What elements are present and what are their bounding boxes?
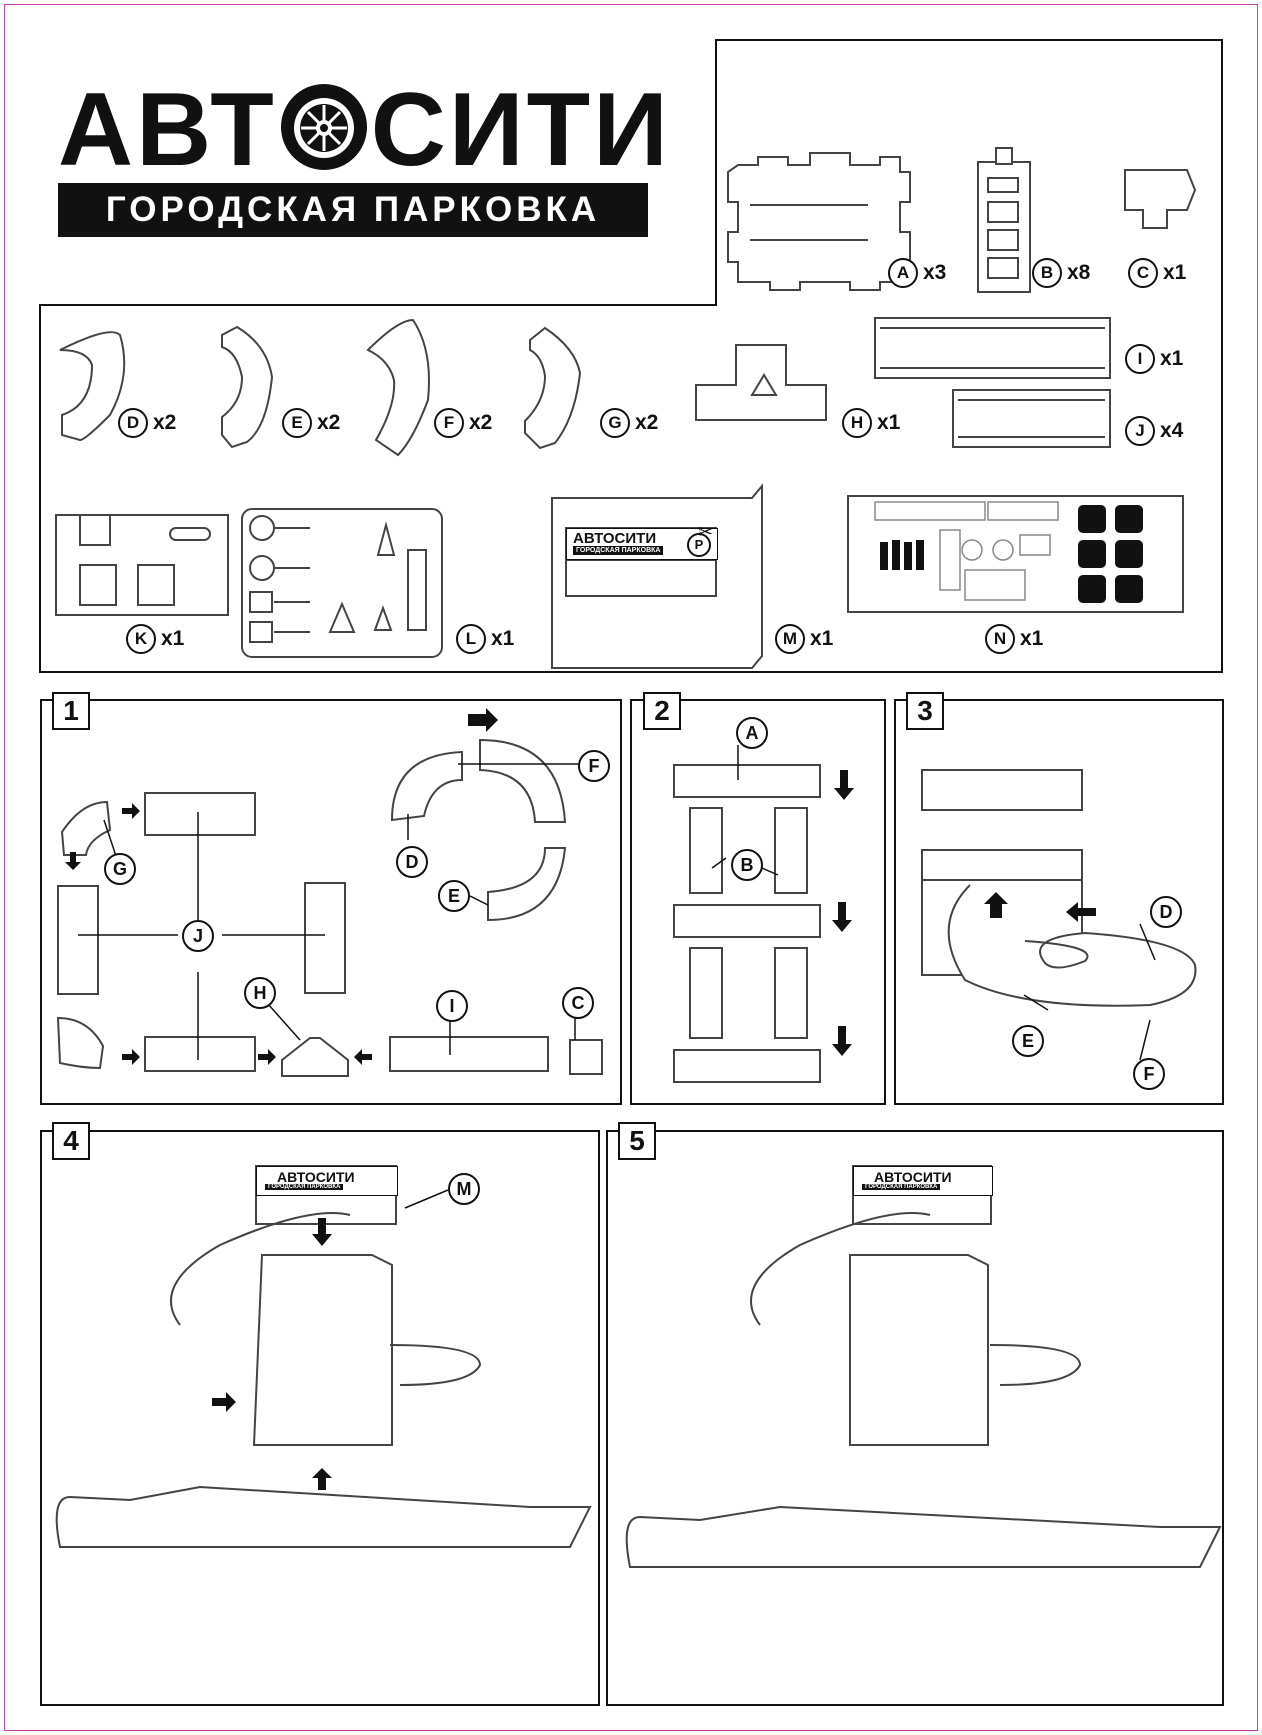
step-5-panel: [606, 1130, 1224, 1706]
part-a-drawing: [727, 152, 911, 291]
part-j-drawing: [952, 389, 1111, 448]
wheel-icon: [280, 84, 367, 170]
part-h-drawing: [695, 344, 827, 421]
sign-subtitle: ГОРОДСКАЯ ПАРКОВКА: [573, 546, 664, 555]
step-2-number: 2: [643, 692, 681, 730]
callout-step1-i: I: [436, 990, 468, 1022]
logo-title-left: АВТ: [58, 72, 277, 188]
scissors-icon: ✂: [698, 522, 714, 542]
step5-sign: АВТОСИТИ ГОРОДСКАЯ ПАРКОВКА: [853, 1166, 993, 1196]
part-m-drawing: [551, 483, 763, 669]
step-2-panel: [630, 699, 886, 1105]
page-border: [4, 4, 1258, 1731]
parts-panel-outline: [39, 39, 1223, 673]
step4-sign-subtitle: ГОРОДСКАЯ ПАРКОВКА: [265, 1184, 344, 1190]
step-5-number: 5: [618, 1122, 656, 1160]
logo-title-right: СИТИ: [370, 72, 671, 188]
step-1-number: 1: [52, 692, 90, 730]
sign-badge: P: [687, 533, 711, 557]
callout-step1-j: J: [182, 920, 214, 952]
callout-step1-d: D: [396, 846, 428, 878]
part-c-drawing: [1124, 169, 1197, 229]
step5-sign-subtitle: ГОРОДСКАЯ ПАРКОВКА: [862, 1184, 941, 1190]
part-f-drawing: [366, 318, 430, 457]
callout-step1-h: H: [244, 977, 276, 1009]
callout-step4-m: M: [448, 1173, 480, 1205]
part-b-drawing: [977, 147, 1031, 293]
callout-step3-e: E: [1012, 1025, 1044, 1057]
step-1-panel: [40, 699, 622, 1105]
callout-step2-a: A: [736, 717, 768, 749]
part-e-drawing: [221, 325, 274, 449]
part-m-sign: АВТОСИТИ ГОРОДСКАЯ ПАРКОВКА P: [566, 528, 718, 560]
callout-step2-b: B: [731, 849, 763, 881]
callout-step1-f: F: [578, 750, 610, 782]
step4-sign: АВТОСИТИ ГОРОДСКАЯ ПАРКОВКА: [256, 1166, 398, 1196]
step-4-panel: [40, 1130, 600, 1706]
step4-sign-title: АВТОСИТИ: [277, 1169, 355, 1185]
step-4-number: 4: [52, 1122, 90, 1160]
logo-subtitle: ГОРОДСКАЯ ПАРКОВКА: [58, 183, 648, 237]
callout-step1-c: C: [562, 987, 594, 1019]
step-3-number: 3: [906, 692, 944, 730]
callout-step3-f: F: [1133, 1058, 1165, 1090]
callout-step3-d: D: [1150, 896, 1182, 928]
part-k-drawing: [55, 514, 229, 616]
step5-sign-title: АВТОСИТИ: [874, 1169, 952, 1185]
part-g-drawing: [524, 326, 582, 450]
part-d-drawing: [59, 331, 126, 442]
callout-step1-g: G: [104, 853, 136, 885]
callout-step1-e: E: [438, 880, 470, 912]
sign-title: АВТОСИТИ: [573, 530, 657, 547]
